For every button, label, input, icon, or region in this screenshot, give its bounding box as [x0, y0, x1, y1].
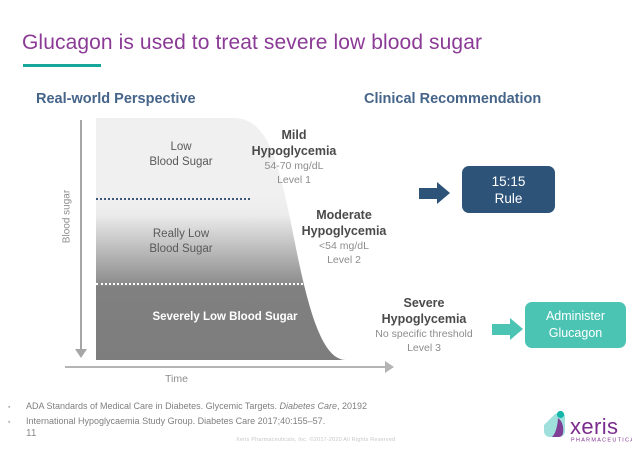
x-axis-label: Time: [165, 373, 188, 385]
callout-rule-line2: Rule: [494, 190, 523, 206]
logo-tagline: PHARMACEUTICALS: [571, 438, 632, 444]
band-label-really-low: Really Low Blood Sugar: [121, 227, 241, 257]
footnote-pre: International Hypoglycaemia Study Group.…: [26, 415, 326, 426]
x-axis-arrow-line: [65, 366, 387, 368]
arrow-shaft: [492, 324, 512, 335]
callout-glucagon-line2: Glucagon: [548, 326, 603, 340]
callout-administer-glucagon[interactable]: Administer Glucagon: [525, 302, 626, 348]
band-label-severely-low-line1: Severely Low: [152, 311, 226, 323]
band-label-really-low-line1: Really Low: [152, 228, 210, 240]
band-label-low: Low Blood Sugar: [121, 140, 241, 170]
callout-glucagon-line1: Administer: [545, 309, 606, 323]
annotation-mild-title-line2: Hypoglycemia: [251, 144, 337, 158]
callout-15-15-rule[interactable]: 15:15 Rule: [462, 166, 555, 213]
annotation-severe-range: No specific threshold: [375, 328, 473, 340]
annotation-mild-title-line1: Mild: [281, 128, 307, 142]
footnote-text: ADA Standards of Medical Care in Diabete…: [26, 400, 367, 414]
section-header-clinical: Clinical Recommendation: [364, 91, 542, 107]
right-arrow-icon-navy: [419, 182, 452, 205]
gradient-plot-area: [96, 118, 401, 360]
copyright-notice: Xeris Pharmaceuticals, Inc. ©2017-2020 A…: [236, 437, 396, 443]
footnote-pre: ADA Standards of Medical Care in Diabete…: [26, 401, 280, 411]
bullet-icon: ▪: [8, 418, 11, 426]
footnote-post: , 20192: [336, 401, 368, 411]
annotation-severe-hypoglycemia: Severe Hypoglycemia No specific threshol…: [348, 295, 500, 355]
y-axis-label: Blood sugar: [61, 189, 73, 244]
annotation-severe-title-line1: Severe: [403, 296, 445, 310]
annotation-mild-hypoglycemia: Mild Hypoglycemia 54-70 mg/dL Level 1: [222, 127, 366, 187]
annotation-severe-title-line2: Hypoglycemia: [381, 312, 467, 326]
footnote-italic: Diabetes Care: [279, 401, 337, 411]
logo-swoosh: [552, 418, 564, 437]
y-axis-arrow-line: [80, 120, 82, 352]
footnote-item: ▪ International Hypoglycaemia Study Grou…: [8, 415, 478, 430]
footnote-list: ▪ ADA Standards of Medical Care in Diabe…: [8, 400, 478, 429]
logo-dot: [556, 410, 565, 419]
annotation-severe-level: Level 3: [407, 342, 441, 354]
footnote-text: International Hypoglycaemia Study Group.…: [26, 415, 325, 429]
annotation-mild-range: 54-70 mg/dL: [264, 160, 324, 172]
threshold-line-level2: [96, 283, 311, 285]
band-label-severely-low: Severely Low Blood Sugar: [140, 310, 310, 325]
y-axis-arrowhead-icon: [75, 349, 87, 358]
x-axis-arrowhead-icon: [385, 361, 394, 373]
title-underline-accent: [23, 64, 101, 67]
page-title: Glucagon is used to treat severe low blo…: [22, 31, 483, 54]
band-label-really-low-line2: Blood Sugar: [149, 243, 213, 255]
band-label-low-line2: Blood Sugar: [149, 156, 213, 168]
logo-wordmark: xeris: [570, 414, 618, 439]
slide-number: 11: [26, 428, 37, 439]
right-arrow-icon-teal: [492, 318, 525, 341]
annotation-moderate-title-line2: Hypoglycemia: [301, 224, 387, 238]
band-label-low-line1: Low: [170, 141, 192, 153]
annotation-moderate-hypoglycemia: Moderate Hypoglycemia <54 mg/dL Level 2: [268, 207, 420, 267]
band-label-severely-low-line2: Blood Sugar: [229, 311, 298, 323]
section-header-real-world: Real-world Perspective: [36, 91, 196, 107]
callout-rule-line1: 15:15: [491, 173, 526, 189]
blood-sugar-chart: Blood sugar Low Blood Sugar: [55, 118, 415, 393]
xeris-logo: xeris PHARMACEUTICALS: [540, 409, 640, 445]
blood-sugar-curve-shape: [96, 118, 346, 360]
annotation-mild-level: Level 1: [277, 174, 311, 186]
footnote-item: ▪ ADA Standards of Medical Care in Diabe…: [8, 400, 478, 415]
annotation-moderate-range: <54 mg/dL: [319, 240, 369, 252]
arrow-shaft: [419, 188, 439, 199]
annotation-moderate-title-line1: Moderate: [316, 208, 372, 222]
arrow-head: [510, 318, 523, 340]
threshold-line-level1: [96, 198, 250, 200]
arrow-head: [437, 182, 450, 204]
bullet-icon: ▪: [8, 404, 11, 411]
xeris-logo-icon: xeris PHARMACEUTICALS: [544, 410, 640, 444]
annotation-moderate-level: Level 2: [327, 254, 361, 266]
